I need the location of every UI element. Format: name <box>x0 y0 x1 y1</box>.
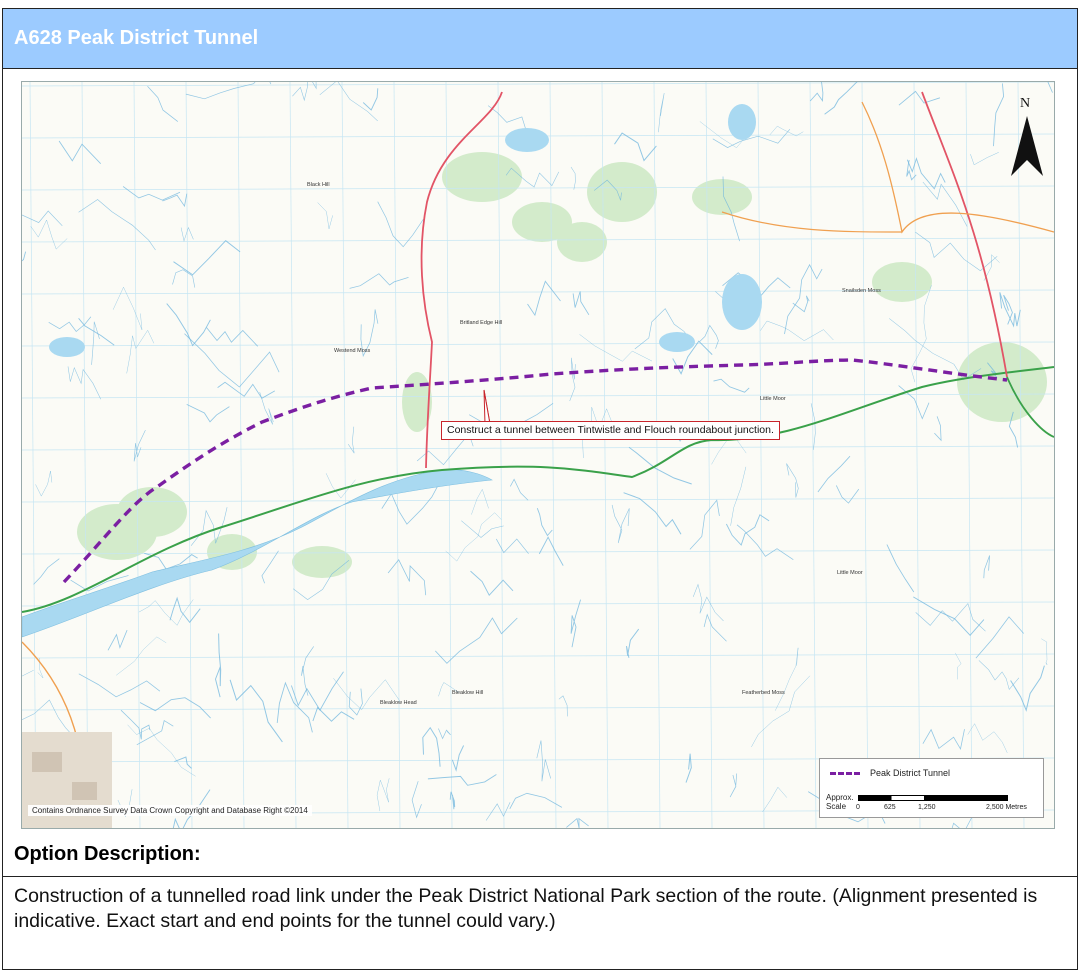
scale-tick: 1,250 <box>918 804 936 811</box>
scale-label: Scale <box>826 802 847 811</box>
reservoirs <box>22 104 762 638</box>
place-label: Black Hill <box>307 182 330 188</box>
map-legend: Peak District Tunnel Approx. Scale 0 625… <box>819 758 1044 818</box>
place-label: Britland Edge Hill <box>460 320 502 326</box>
scale-caption: Approx. Scale <box>826 793 854 811</box>
scale-tick: 0 <box>856 804 860 811</box>
description-divider <box>3 876 1077 877</box>
tunnel-callout: Construct a tunnel between Tintwistle an… <box>441 421 780 440</box>
scale-tick: 625 <box>884 804 896 811</box>
map-canvas: Black Hill Westend Moss Britland Edge Hi… <box>22 82 1054 828</box>
north-arrow: N <box>1007 96 1047 176</box>
roads <box>22 91 1054 828</box>
scale-bar <box>858 795 1008 801</box>
place-label: Bleaklow Head <box>380 700 417 706</box>
place-label: Bleaklow Hill <box>452 690 483 696</box>
page-title: A628 Peak District Tunnel <box>14 27 259 49</box>
place-label: Little Moor <box>760 396 786 402</box>
legend-tunnel-label: Peak District Tunnel <box>870 768 951 778</box>
tunnel-alignment <box>62 358 1008 584</box>
description-text: Construction of a tunnelled road link un… <box>14 885 1038 932</box>
scale-tick: 2,500 Metres <box>986 804 1027 811</box>
place-labels: Black Hill Westend Moss Britland Edge Hi… <box>307 182 881 706</box>
copyright-notice: Contains Ordnance Survey Data Crown Copy… <box>28 805 312 816</box>
option-sheet: A628 Peak District Tunnel <box>2 8 1078 970</box>
north-arrow-icon <box>1011 116 1043 176</box>
place-label: Snailsden Moss <box>842 288 881 294</box>
description-heading: Option Description: <box>14 843 201 865</box>
place-label: Westend Moss <box>334 348 371 354</box>
north-label: N <box>1020 96 1031 111</box>
title-bar: A628 Peak District Tunnel <box>3 9 1077 69</box>
place-label: Little Moor <box>837 570 863 576</box>
legend-tunnel-symbol <box>830 772 860 775</box>
map-view[interactable]: Black Hill Westend Moss Britland Edge Hi… <box>21 81 1055 829</box>
place-label: Featherbed Moss <box>742 690 785 696</box>
scale-approx-label: Approx. <box>826 793 854 802</box>
